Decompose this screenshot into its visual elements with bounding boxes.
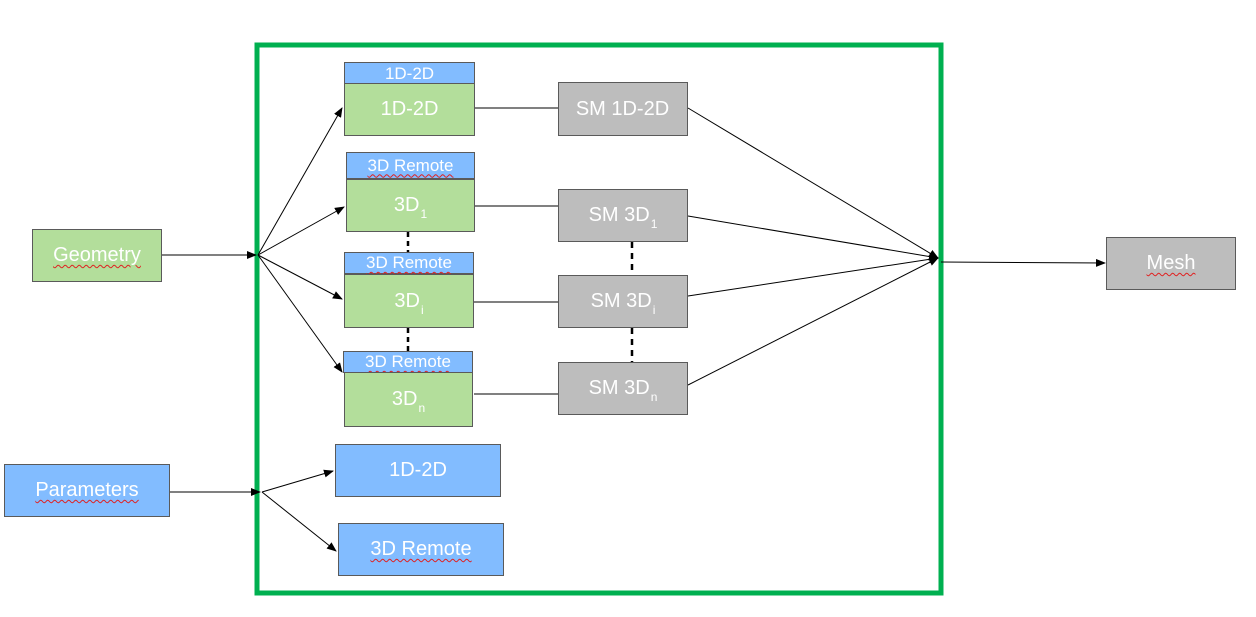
line-sm3d1-merge <box>687 215 939 261</box>
submesh-1d2d-label: SM 1D-2D <box>575 97 670 120</box>
geometry-label: Geometry <box>53 244 141 266</box>
module-3d1-label: 3D1 <box>393 194 428 221</box>
module-3dn-label: 3Dn <box>391 388 426 415</box>
mesh-box: Mesh <box>1106 237 1236 290</box>
submesh-1d2d-box: SM 1D-2D <box>558 82 688 136</box>
module-3d1-header: 3D Remote <box>346 152 475 179</box>
module-3di-label: 3Di <box>394 289 424 317</box>
module-3di-header: 3D Remote <box>344 252 474 274</box>
parameters-label: Parameters <box>35 479 139 501</box>
mesh-label: Mesh <box>1146 252 1196 274</box>
parameters-box: Parameters <box>4 464 170 517</box>
arrow-hub-param-1d2d <box>261 469 334 493</box>
line-sm3dn-merge <box>687 257 939 386</box>
geometry-box: Geometry <box>32 229 162 282</box>
submesh-3dn-label: SM 3Dn <box>588 377 658 404</box>
module-3dn-header: 3D Remote <box>343 351 473 373</box>
submesh-3di-box: SM 3Di <box>558 275 688 328</box>
arrow-hub-3di <box>257 254 343 300</box>
submesh-3d1-box: SM 3D1 <box>558 189 688 242</box>
arrow-merge-mesh <box>940 258 1106 267</box>
module-1d2d-header: 1D-2D <box>344 62 475 85</box>
param-1d2d-box: 1D-2D <box>335 444 501 497</box>
submesh-3dn-box: SM 3Dn <box>558 362 688 415</box>
arrow-hub-1d2d <box>257 107 343 256</box>
line-sm3di-merge <box>687 255 939 297</box>
module-3d1-box: 3D1 <box>346 179 475 232</box>
arrow-hub-3dn <box>257 254 343 373</box>
submesh-3di-label: SM 3Di <box>590 290 656 317</box>
arrow-hub-param-3dremote <box>261 491 337 552</box>
module-1d2d-label: 1D-2D <box>380 98 439 120</box>
arrow-hub-3d1 <box>257 206 345 256</box>
param-1d2d-label: 1D-2D <box>389 459 447 481</box>
param-3dremote-label: 3D Remote <box>370 538 472 560</box>
module-3di-box: 3Di <box>344 274 474 328</box>
process-frame <box>254 42 944 596</box>
module-3dn-box: 3Dn <box>344 372 473 427</box>
line-sm1d2d-merge <box>687 107 939 259</box>
submesh-3d1-label: SM 3D1 <box>588 204 658 231</box>
module-1d2d-box: 1D-2D <box>344 83 475 136</box>
param-3dremote-box: 3D Remote <box>338 523 504 576</box>
